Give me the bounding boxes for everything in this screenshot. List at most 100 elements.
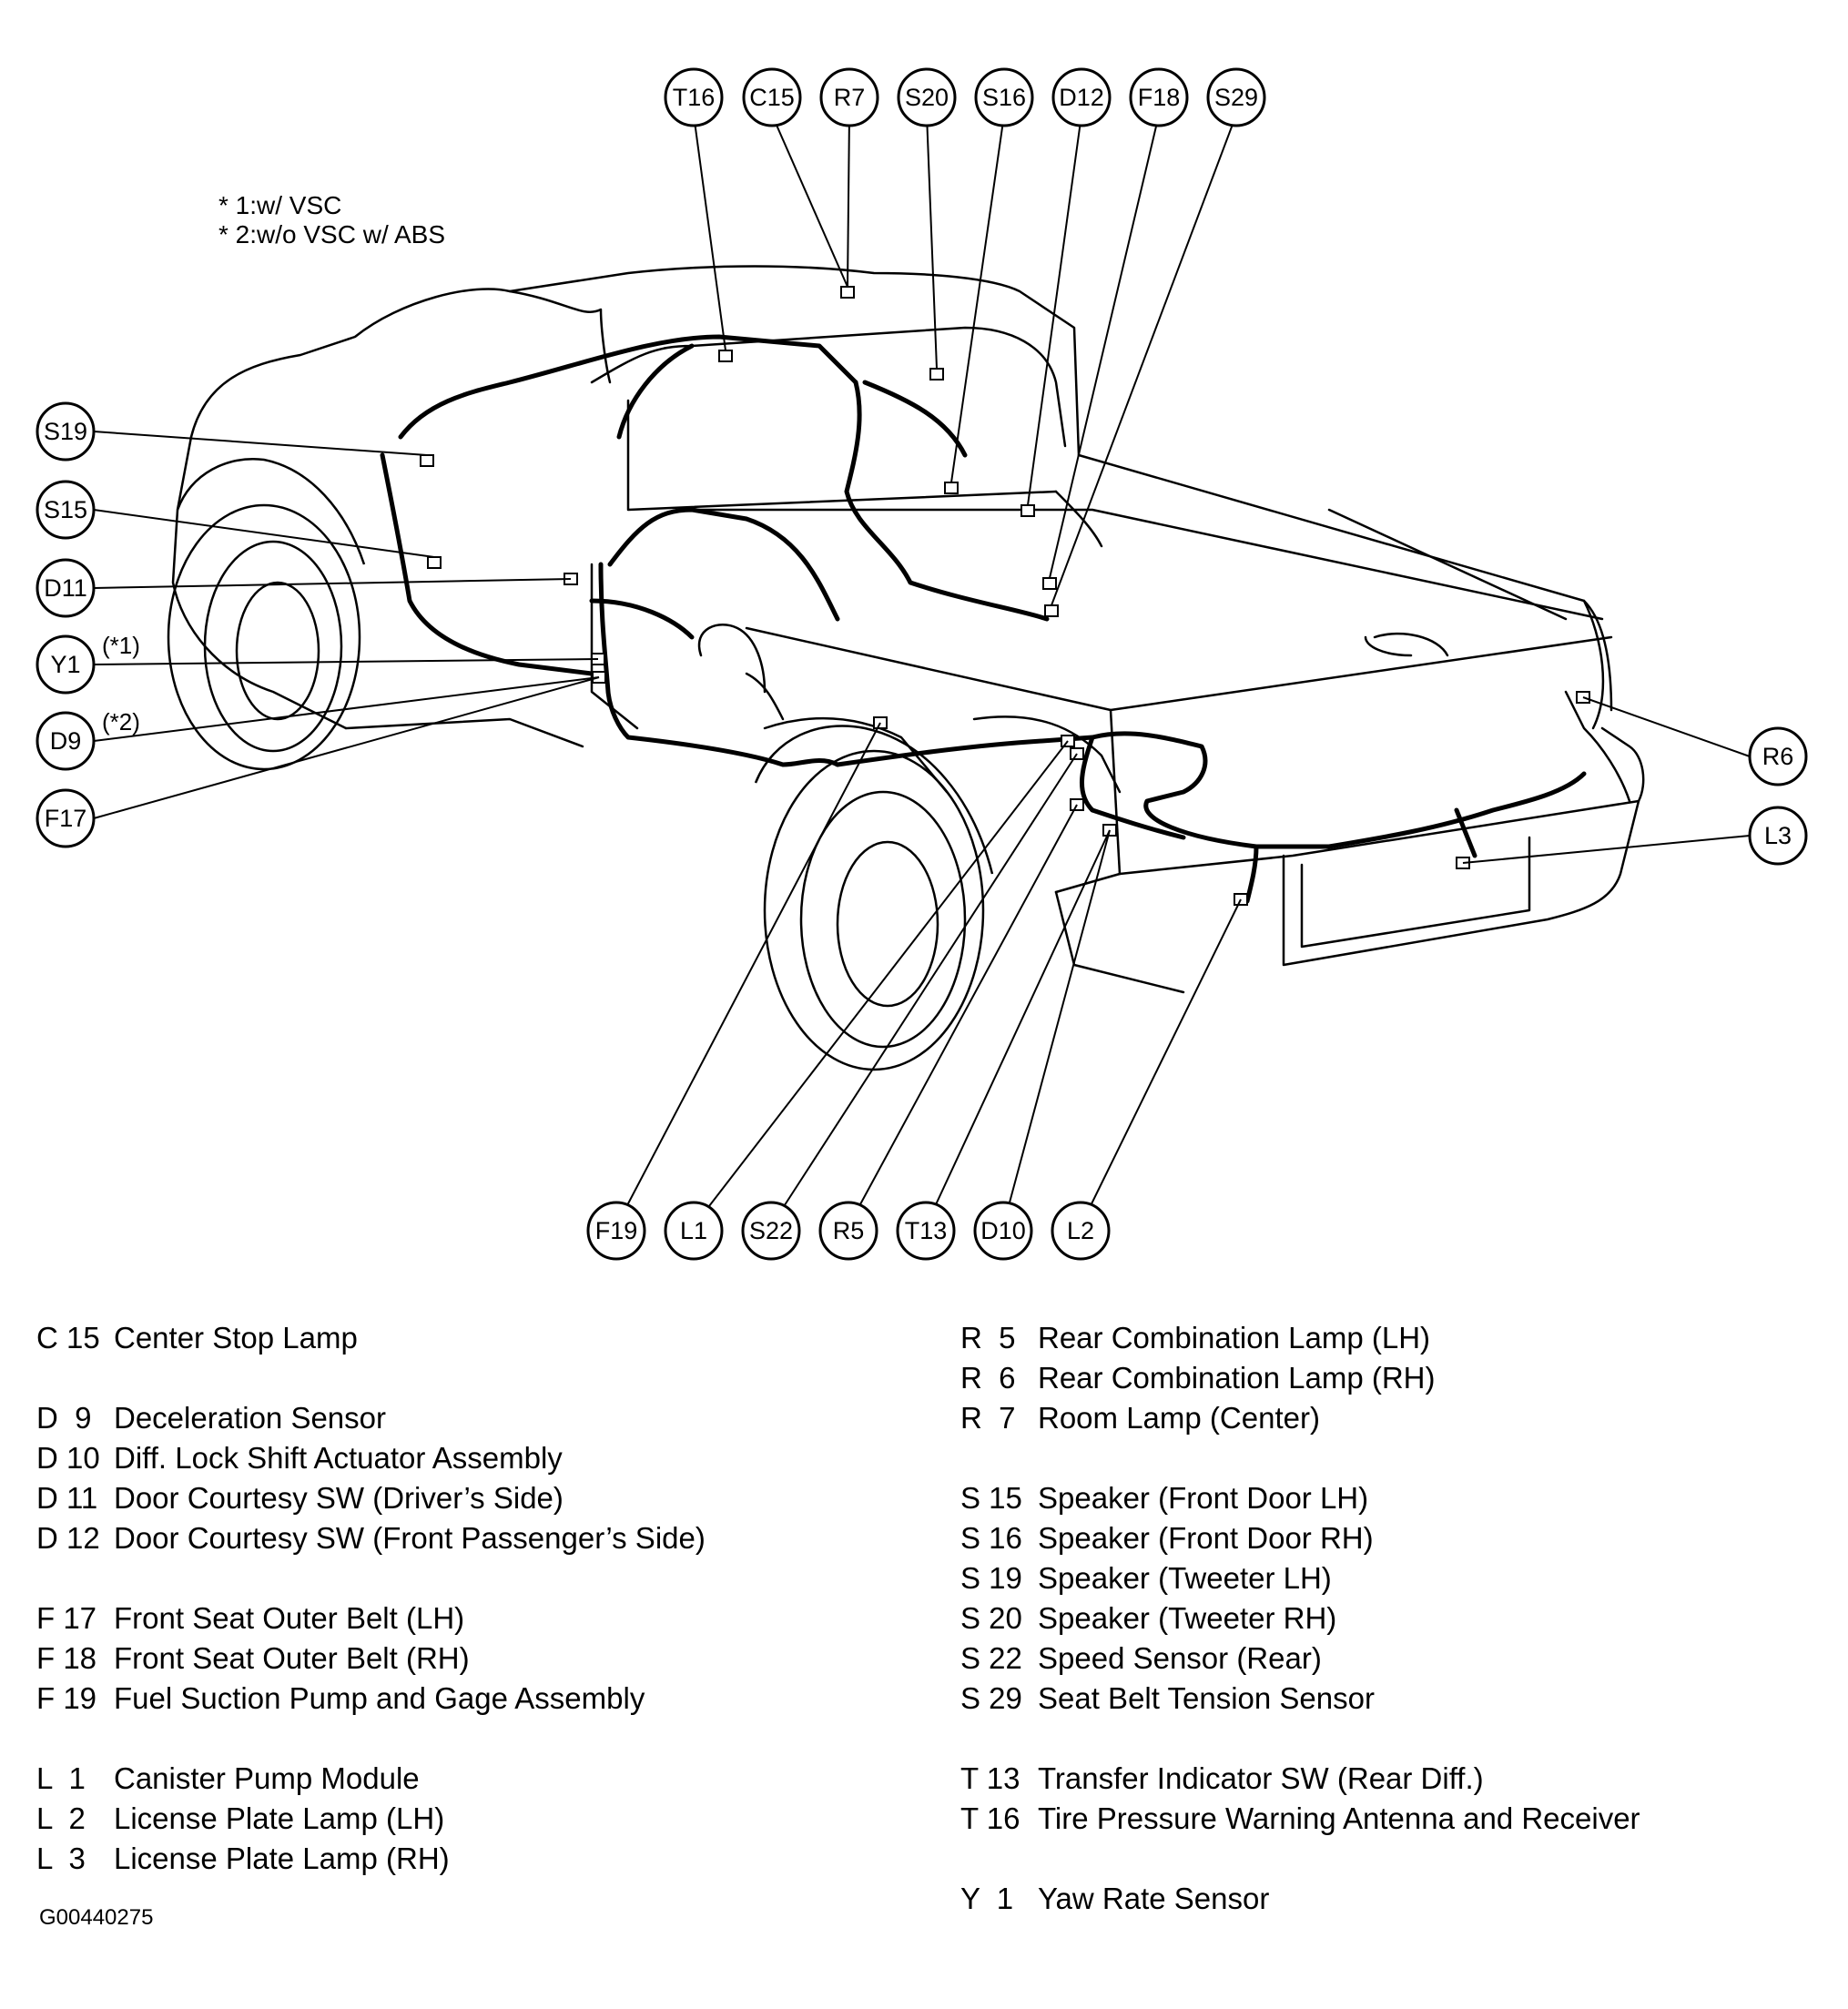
legend-code: S 29	[960, 1681, 1022, 1715]
legend-code: C 15	[36, 1321, 100, 1355]
callout-c15: C15	[749, 84, 795, 111]
legend-name: Center Stop Lamp	[114, 1321, 358, 1355]
legend-code: L 3	[36, 1842, 86, 1875]
legend-name: License Plate Lamp (LH)	[114, 1801, 445, 1835]
callout-l2: L2	[1067, 1217, 1094, 1244]
callout-y1: Y1	[50, 651, 80, 678]
callout-d11: D11	[44, 574, 87, 602]
callout-l3: L3	[1764, 822, 1792, 849]
legend-name: Deceleration Sensor	[114, 1401, 386, 1435]
legend-code: T 16	[960, 1801, 1020, 1835]
callout-s19: S19	[44, 418, 87, 445]
callout-s20: S20	[905, 84, 949, 111]
legend-name: Room Lamp (Center)	[1038, 1401, 1320, 1435]
legend-name: Canister Pump Module	[114, 1761, 420, 1795]
callout-s29: S29	[1214, 84, 1258, 111]
legend-row: S 16 Speaker (Front Door RH)	[960, 1518, 1640, 1558]
legend-code: L 2	[36, 1801, 86, 1835]
legend-code: S 22	[960, 1641, 1022, 1675]
legend-gap	[960, 1719, 1640, 1759]
legend-left: C 15 Center Stop Lamp D 9 Deceleration Sen…	[36, 1318, 706, 1879]
note-vsc: * 1:w/ VSC	[218, 191, 342, 219]
callout-r5: R5	[833, 1217, 865, 1244]
legend-name: License Plate Lamp (RH)	[114, 1842, 450, 1875]
legend-code: F 19	[36, 1681, 97, 1715]
legend-name: Rear Combination Lamp (RH)	[1038, 1361, 1436, 1395]
legend-code: F 17	[36, 1601, 97, 1635]
legend-name: Speed Sensor (Rear)	[1038, 1641, 1322, 1675]
callout-note-1: (*1)	[102, 632, 140, 659]
callout-f19: F19	[595, 1217, 638, 1244]
truck-wiring-diagram: T16 C15 R7 S20 S16 D12 F18 S29 S19 S15 D…	[36, 67, 1808, 1261]
legend-code: F 18	[36, 1641, 97, 1675]
legend-code: T 13	[960, 1761, 1020, 1795]
legend-row: R 7 Room Lamp (Center)	[960, 1398, 1640, 1438]
legend-row: F 18 Front Seat Outer Belt (RH)	[36, 1639, 706, 1679]
callout-s16: S16	[982, 84, 1026, 111]
legend-code: S 20	[960, 1601, 1022, 1635]
wiring-harness	[380, 334, 1587, 904]
legend-gap	[36, 1558, 706, 1598]
leader-lines	[93, 114, 1751, 1227]
legend-code: D 9	[36, 1401, 92, 1435]
legend-code: S 19	[960, 1561, 1022, 1595]
legend-code: R 7	[960, 1401, 1016, 1435]
figure-id: G00440275	[39, 1905, 154, 1930]
legend-row: L 1 Canister Pump Module	[36, 1759, 706, 1799]
legend-code: D 12	[36, 1521, 100, 1555]
legend-name: Front Seat Outer Belt (LH)	[114, 1601, 465, 1635]
legend-row: T 13 Transfer Indicator SW (Rear Diff.)	[960, 1759, 1640, 1799]
legend-code: D 10	[36, 1441, 100, 1475]
legend-code: L 1	[36, 1761, 86, 1795]
legend-row: D 9 Deceleration Sensor	[36, 1398, 706, 1438]
legend-name: Speaker (Tweeter LH)	[1038, 1561, 1332, 1595]
legend-row: L 2 License Plate Lamp (LH)	[36, 1799, 706, 1839]
legend-gap	[960, 1438, 1640, 1478]
legend-gap	[960, 1839, 1640, 1879]
legend-row: L 3 License Plate Lamp (RH)	[36, 1839, 706, 1879]
legend-name: Speaker (Front Door RH)	[1038, 1521, 1374, 1555]
legend-name: Rear Combination Lamp (LH)	[1038, 1321, 1431, 1355]
legend-name: Diff. Lock Shift Actuator Assembly	[114, 1441, 563, 1475]
note-abs: * 2:w/o VSC w/ ABS	[218, 220, 445, 249]
legend-row: C 15 Center Stop Lamp	[36, 1318, 706, 1358]
legend-name: Transfer Indicator SW (Rear Diff.)	[1038, 1761, 1484, 1795]
callout-s15: S15	[44, 496, 87, 523]
callout-d12: D12	[1059, 84, 1104, 111]
legend-code: S 16	[960, 1521, 1022, 1555]
legend-gap	[36, 1358, 706, 1398]
legend-row: D 10 Diff. Lock Shift Actuator Assembly	[36, 1438, 706, 1478]
legend-name: Speaker (Front Door LH)	[1038, 1481, 1369, 1515]
callout-s22: S22	[749, 1217, 793, 1244]
callout-f18: F18	[1138, 84, 1181, 111]
callout-l1: L1	[680, 1217, 707, 1244]
callout-t16: T16	[673, 84, 716, 111]
legend-row: F 17 Front Seat Outer Belt (LH)	[36, 1598, 706, 1639]
legend-name: Door Courtesy SW (Driver’s Side)	[114, 1481, 564, 1515]
callout-d9: D9	[50, 727, 82, 755]
wheels	[167, 458, 994, 1071]
legend-gap	[36, 1719, 706, 1759]
legend-row: S 20 Speaker (Tweeter RH)	[960, 1598, 1640, 1639]
callout-f17: F17	[45, 805, 87, 832]
legend-row: S 19 Speaker (Tweeter LH)	[960, 1558, 1640, 1598]
callout-circles	[36, 67, 1808, 1261]
callout-r7: R7	[834, 84, 866, 111]
legend-code: Y 1	[960, 1882, 1014, 1915]
legend-name: Front Seat Outer Belt (RH)	[114, 1641, 470, 1675]
callout-r6: R6	[1762, 743, 1794, 770]
truck-outline	[171, 265, 1645, 994]
callout-note-2: (*2)	[102, 708, 140, 736]
legend-row: S 22 Speed Sensor (Rear)	[960, 1639, 1640, 1679]
legend-name: Speaker (Tweeter RH)	[1038, 1601, 1337, 1635]
